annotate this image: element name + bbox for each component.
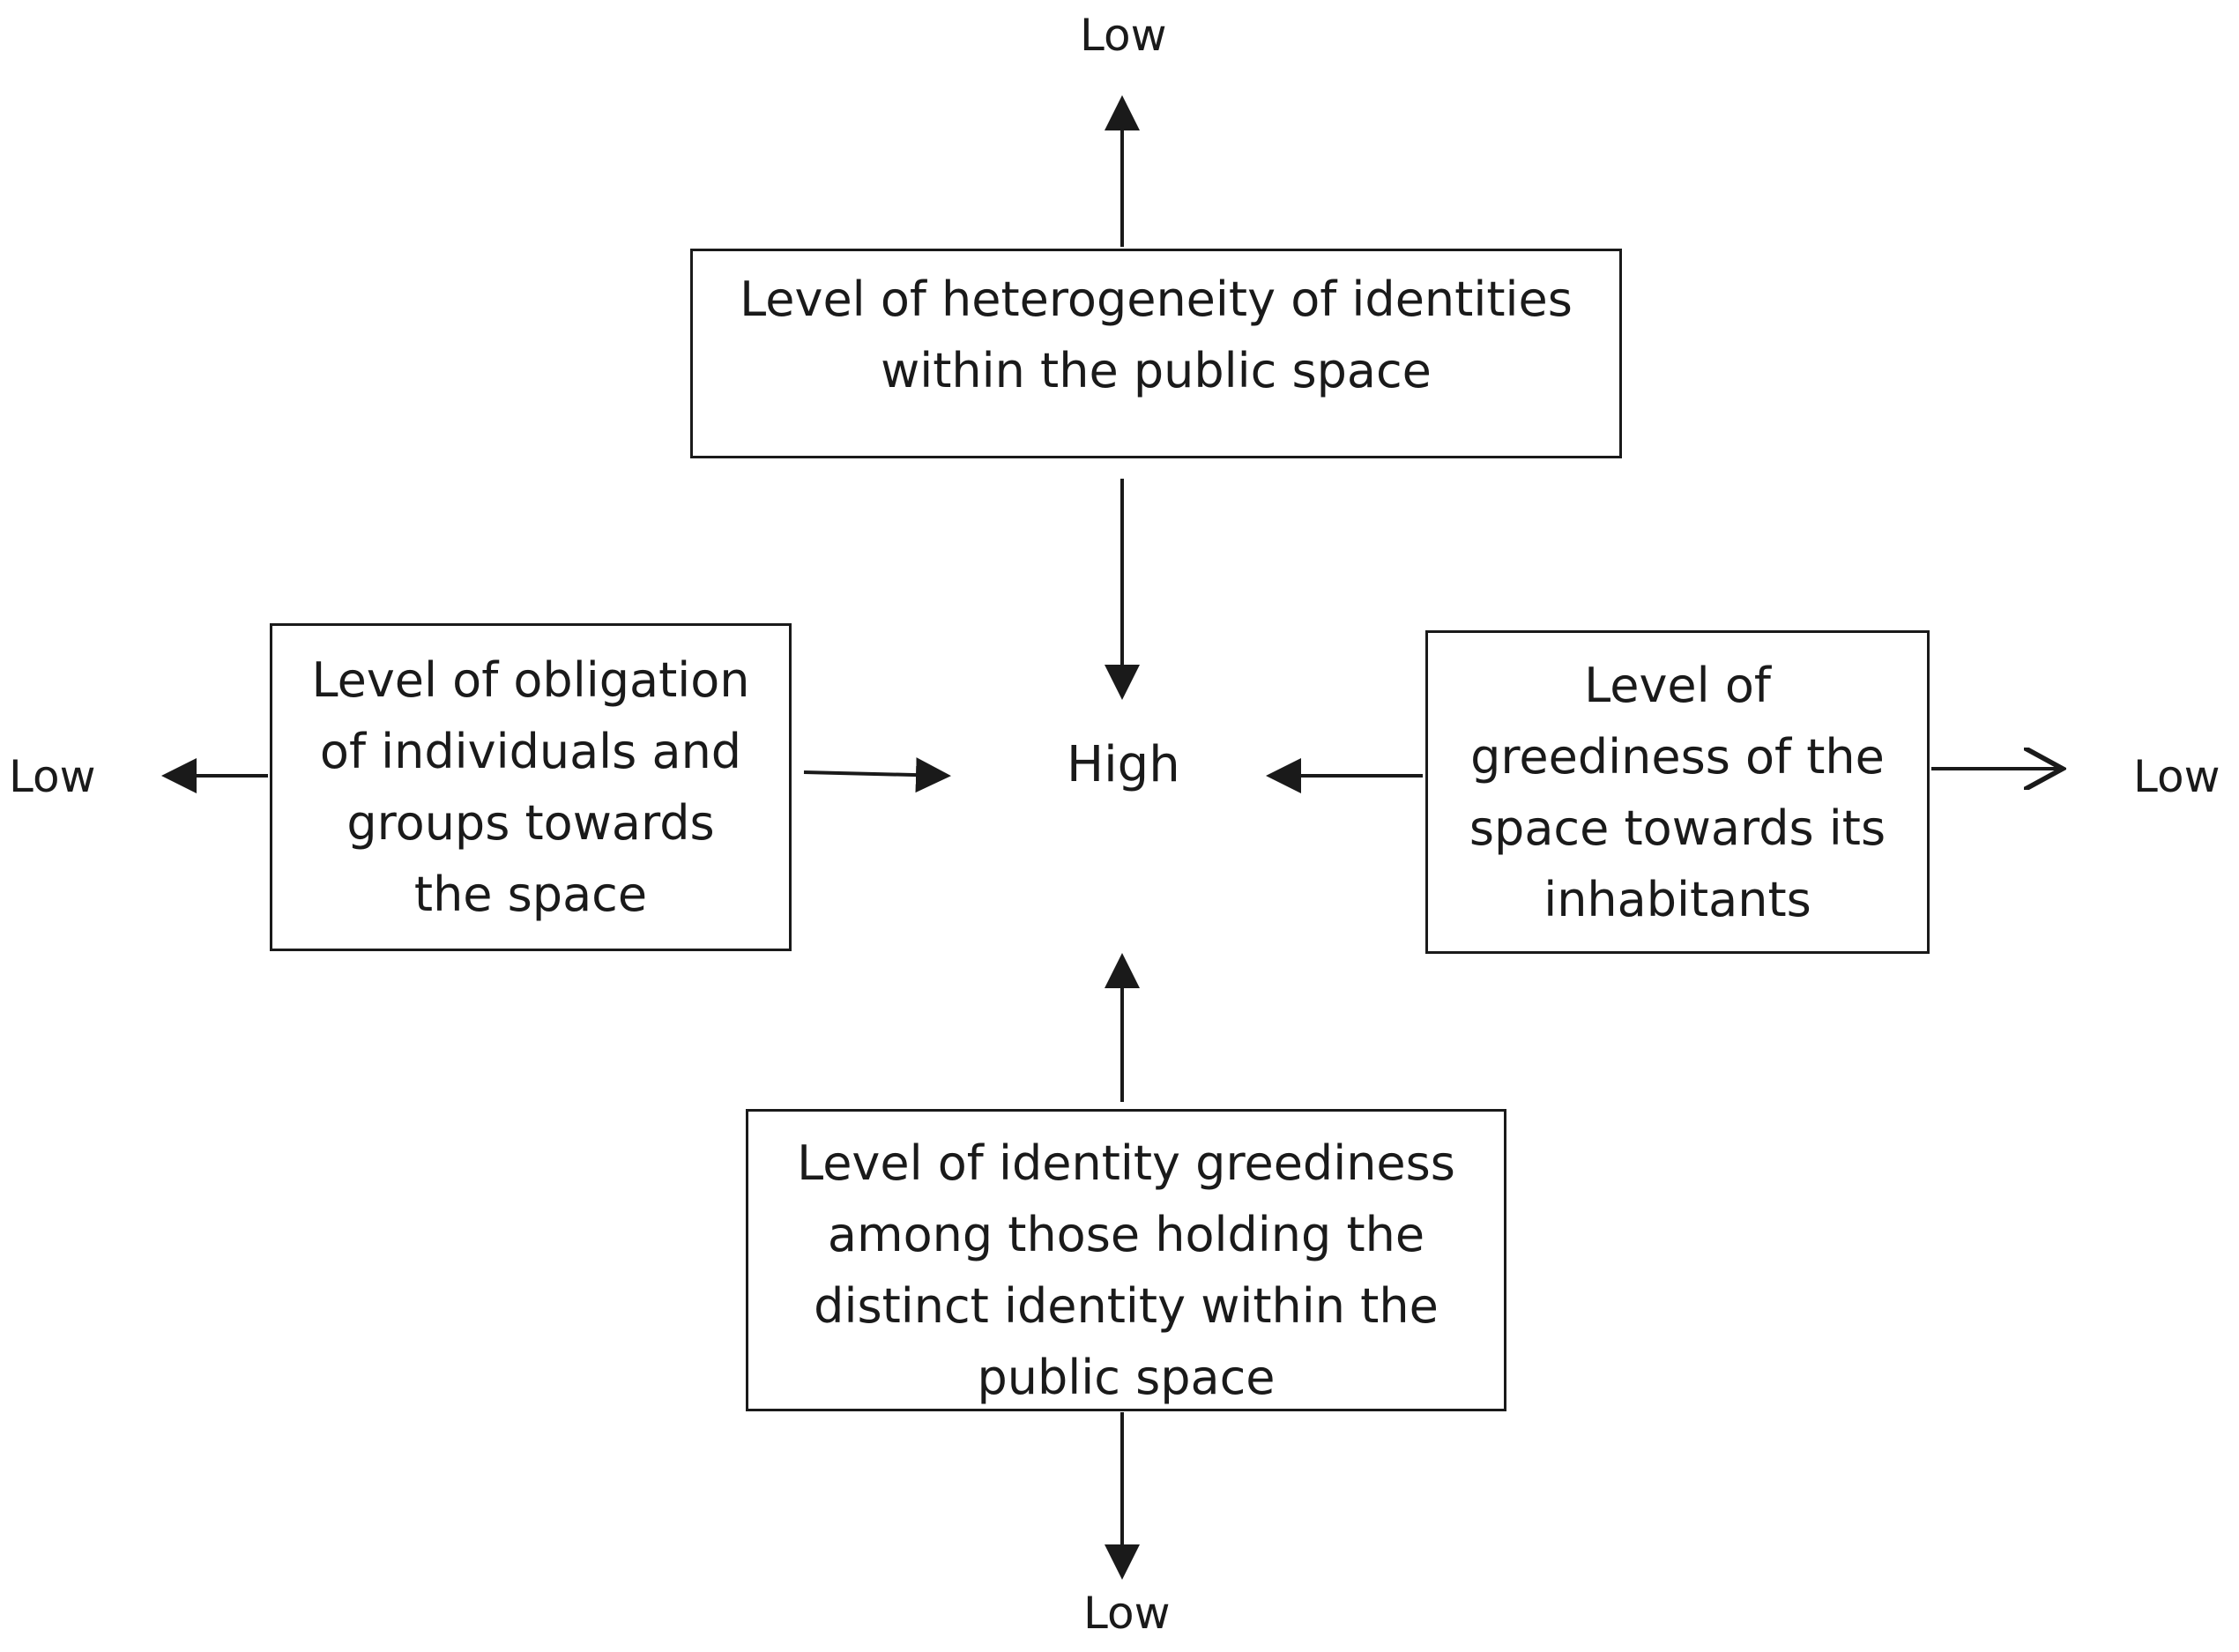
- box-identity-greediness-text: Level of identity greediness among those…: [797, 1135, 1455, 1405]
- end-label-right: Low: [2133, 751, 2220, 802]
- end-label-bottom: Low: [1083, 1588, 1171, 1639]
- box-heterogeneity-text: Level of heterogeneity of identities wit…: [740, 272, 1573, 398]
- box-heterogeneity: Level of heterogeneity of identities wit…: [690, 249, 1622, 458]
- box-space-greediness: Level of greediness of the space towards…: [1425, 630, 1930, 954]
- arrow-left-to-high: [803, 757, 951, 793]
- end-label-left: Low: [9, 751, 96, 802]
- box-identity-greediness: Level of identity greediness among those…: [746, 1109, 1506, 1411]
- end-label-top: Low: [1080, 10, 1167, 61]
- box-obligation-text: Level of obligation of individuals and g…: [311, 652, 750, 922]
- box-obligation: Level of obligation of individuals and g…: [270, 623, 792, 951]
- center-label-high: High: [1067, 736, 1180, 793]
- box-space-greediness-text: Level of greediness of the space towards…: [1469, 657, 1886, 927]
